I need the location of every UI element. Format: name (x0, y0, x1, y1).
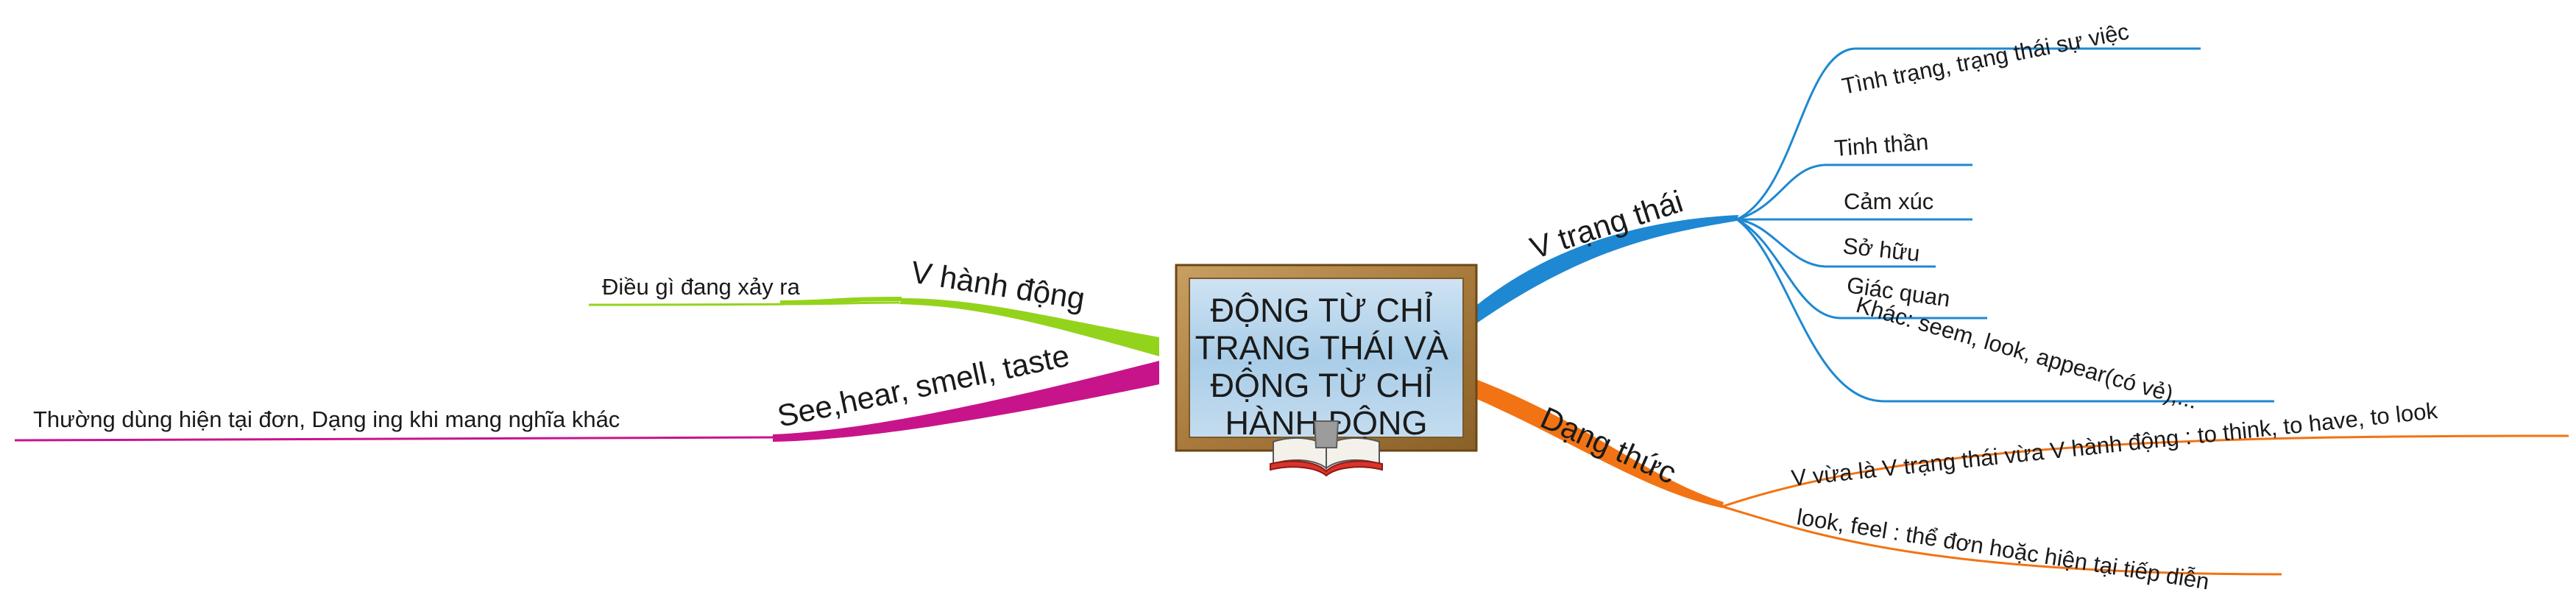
branch-dang-thuc-connector (1473, 379, 1724, 508)
leaf-connector (588, 301, 900, 306)
leaf-connector (14, 436, 774, 442)
leaf-cam-xuc[interactable]: Cảm xúc (1844, 188, 1933, 214)
central-line-3: ĐỘNG TỪ CHỈ (1210, 367, 1433, 404)
book-icon (1270, 420, 1383, 477)
branch-v-hanh-dong-label: V hành động (909, 254, 1088, 316)
central-topic[interactable]: ĐỘNG TỪ CHỈ TRẠNG THÁI VÀ ĐỘNG TỪ CHỈ HÀ… (1175, 264, 1478, 477)
branch-v-hanh-dong-connector (899, 298, 1159, 356)
branch-dang-thuc-label: Dạng thức (1535, 400, 1681, 490)
leaf-dieu-gi-dang-xay-ra[interactable]: Điều gì đang xảy ra (602, 274, 801, 300)
leaf-tinh-than[interactable]: Tinh thần (1833, 129, 1929, 161)
branch-v-hanh-dong-underline (779, 297, 902, 305)
central-line-1: ĐỘNG TỪ CHỈ (1210, 292, 1433, 329)
central-topic-label: ĐỘNG TỪ CHỈ TRẠNG THÁI VÀ ĐỘNG TỪ CHỈ HÀ… (1195, 292, 1458, 442)
branch-v-hanh-dong[interactable]: V hành động Điều gì đang xảy ra (588, 254, 1159, 356)
leaf-thuong-dung[interactable]: Thường dùng hiện tại đơn, Dạng ing khi m… (33, 406, 620, 432)
leaf-connectors-dang-thuc (1722, 434, 2569, 576)
branch-dang-thuc[interactable]: Dạng thức V vừa là V trạng thái vừa V hà… (1473, 379, 2569, 595)
branch-v-trang-thai[interactable]: V trạng thái Tình trạng, trạng thái sự v… (1473, 18, 2274, 414)
branch-see-hear-connector (773, 361, 1159, 442)
leaf-v-vua-la[interactable]: V vừa là V trạng thái vừa V hành động : … (1790, 398, 2439, 491)
branch-see-hear[interactable]: See,hear, smell, taste Thường dùng hiện … (14, 338, 1159, 442)
leaf-connectors-v-trang-thai (1736, 47, 2274, 403)
leaf-khac[interactable]: Khác: seem, look, appear(có vẻ),... (1853, 292, 2201, 414)
leaf-so-huu[interactable]: Sở hữu (1841, 233, 1921, 267)
central-line-2: TRẠNG THÁI VÀ (1195, 329, 1448, 367)
leaf-tinh-trang[interactable]: Tình trạng, trạng thái sự việc (1840, 18, 2131, 99)
leaf-look-feel[interactable]: look, feel : thể đơn hoặc hiện tại tiếp … (1795, 504, 2211, 594)
